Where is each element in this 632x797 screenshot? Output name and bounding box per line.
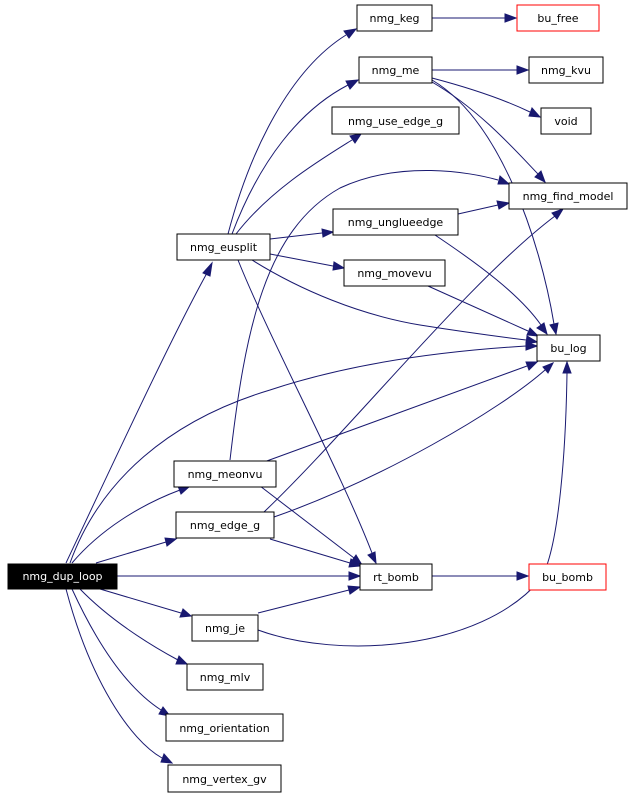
edge-nmg_keg-to-bu_free: [432, 13, 518, 23]
edge-nmg_eusplit-to-nmg_movevu: [269, 253, 346, 271]
node-bu_free[interactable]: bu_free: [516, 4, 600, 32]
node-label: nmg_vertex_gv: [182, 773, 267, 786]
edge-nmg_edge_g-to-bu_log: [273, 362, 555, 518]
node-label: bu_bomb: [542, 571, 593, 584]
node-label: nmg_use_edge_g: [348, 115, 443, 128]
edge-nmg_dup_loop-to-nmg_je: [99, 588, 193, 618]
node-nmg_keg[interactable]: nmg_keg: [356, 4, 433, 32]
node-nmg_orientation[interactable]: nmg_orientation: [165, 713, 284, 742]
node-nmg_kvu[interactable]: nmg_kvu: [528, 56, 604, 84]
edge-nmg_meonvu-to-rt_bomb: [259, 485, 364, 566]
edge-rt_bomb-to-bu_bomb: [432, 571, 530, 581]
node-nmg_unglueedge[interactable]: nmg_unglueedge: [332, 208, 459, 236]
node-label: nmg_mlv: [200, 671, 251, 684]
edge-nmg_eusplit-to-bu_log: [251, 259, 539, 345]
edge-nmg_dup_loop-to-nmg_vertex_gv: [65, 588, 174, 764]
node-bu_bomb[interactable]: bu_bomb: [528, 563, 607, 591]
edge-nmg_unglueedge-to-nmg_find_model: [457, 200, 511, 215]
edge-nmg_edge_g-to-rt_bomb: [269, 538, 362, 568]
edge-nmg_dup_loop-to-nmg_meonvu: [71, 485, 192, 564]
node-nmg_edge_g[interactable]: nmg_edge_g: [175, 511, 275, 539]
node-label: nmg_me: [372, 64, 420, 77]
edge-nmg_dup_loop-to-rt_bomb: [116, 571, 362, 581]
edge-nmg_me-to-nmg_find_model: [431, 81, 546, 184]
edge-nmg_eusplit-to-nmg_keg: [227, 28, 358, 235]
edge-nmg_meonvu-to-nmg_find_model: [229, 169, 511, 461]
node-nmg_dup_loop[interactable]: nmg_dup_loop: [7, 563, 118, 590]
node-label: nmg_eusplit: [190, 241, 258, 254]
node-nmg_meonvu[interactable]: nmg_meonvu: [173, 460, 277, 488]
edge-nmg_eusplit-to-nmg_unglueedge: [269, 228, 335, 240]
node-nmg_mlv[interactable]: nmg_mlv: [186, 663, 264, 691]
edge-nmg_movevu-to-bu_log: [427, 285, 540, 337]
edge-nmg_eusplit-to-nmg_me: [231, 79, 360, 235]
edge-nmg_dup_loop-to-nmg_edge_g: [95, 537, 178, 564]
node-nmg_me[interactable]: nmg_me: [358, 56, 433, 84]
node-nmg_je[interactable]: nmg_je: [191, 614, 259, 642]
edge-nmg_eusplit-to-rt_bomb: [237, 259, 377, 565]
node-label: nmg_meonvu: [188, 468, 263, 481]
edge-nmg_eusplit-to-nmg_use_edge_g: [235, 133, 363, 235]
node-void[interactable]: void: [540, 107, 592, 135]
node-label: nmg_movevu: [357, 267, 431, 280]
node-nmg_find_model[interactable]: nmg_find_model: [508, 182, 628, 210]
edge-nmg_unglueedge-to-bu_log: [431, 232, 548, 336]
edge-nmg_dup_loop-to-nmg_mlv: [79, 588, 189, 665]
node-label: nmg_find_model: [523, 190, 614, 203]
node-rt_bomb[interactable]: rt_bomb: [359, 563, 433, 591]
node-bu_log[interactable]: bu_log: [536, 334, 601, 362]
node-label: nmg_kvu: [541, 64, 591, 77]
edge-nmg_edge_g-to-nmg_find_model: [263, 208, 565, 513]
edge-nmg_meonvu-to-bu_log: [263, 361, 539, 463]
call-graph-edges: [65, 13, 572, 764]
edge-nmg_je-to-rt_bomb: [257, 585, 362, 614]
node-label: void: [554, 115, 577, 128]
node-nmg_use_edge_g[interactable]: nmg_use_edge_g: [331, 106, 460, 135]
node-label: nmg_dup_loop: [22, 570, 102, 583]
node-label: nmg_unglueedge: [348, 216, 444, 229]
node-label: nmg_je: [205, 622, 245, 635]
edge-nmg_dup_loop-to-bu_log: [69, 341, 539, 564]
edge-nmg_dup_loop-to-nmg_eusplit: [65, 261, 213, 564]
node-label: nmg_edge_g: [190, 519, 260, 532]
edge-nmg_me-to-void: [431, 77, 542, 118]
node-nmg_vertex_gv[interactable]: nmg_vertex_gv: [167, 764, 282, 793]
node-label: bu_log: [550, 342, 586, 355]
node-label: nmg_keg: [370, 12, 420, 25]
call-graph-nodes: nmg_dup_loop nmg_eusplit nmg_meonvu nmg_…: [7, 4, 628, 793]
node-label: rt_bomb: [373, 571, 419, 584]
node-nmg_movevu[interactable]: nmg_movevu: [343, 259, 446, 287]
edge-nmg_me-to-nmg_kvu: [432, 65, 530, 75]
node-label: bu_free: [537, 12, 578, 25]
node-nmg_eusplit[interactable]: nmg_eusplit: [176, 233, 271, 261]
node-label: nmg_orientation: [179, 722, 269, 735]
